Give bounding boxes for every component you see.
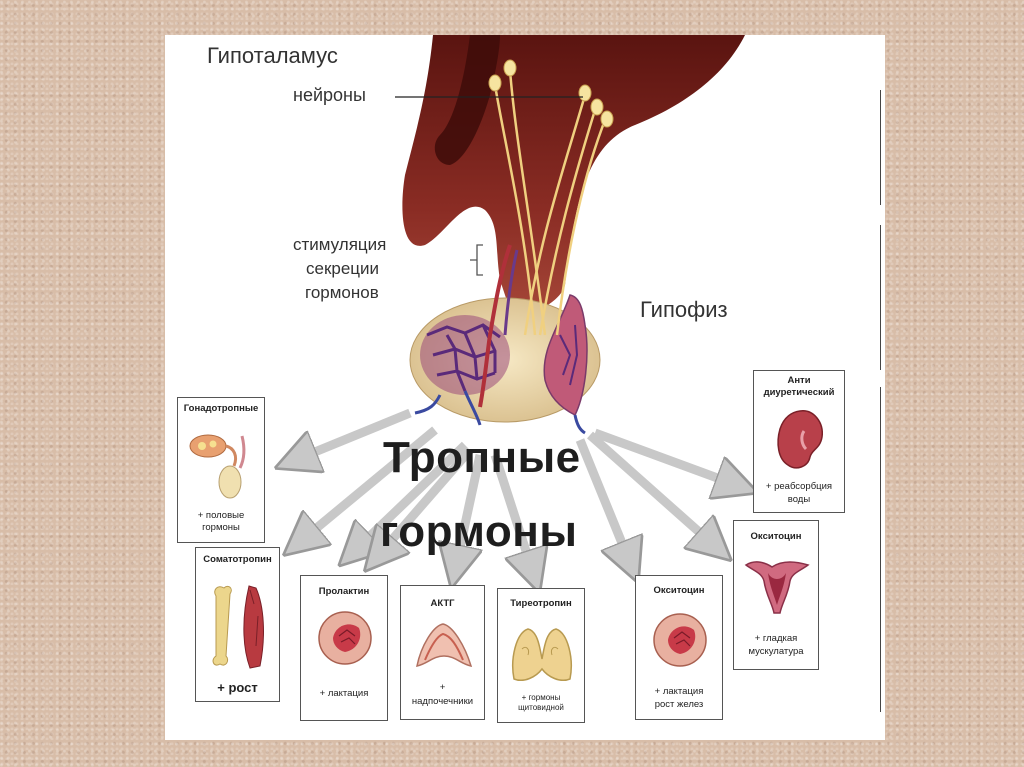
prolactin-box: Пролактин + лактация — [300, 575, 388, 721]
kidney-icon — [777, 410, 823, 469]
stimulation-label-3: гормонов — [305, 283, 379, 302]
hypothalamus-fold — [434, 35, 500, 165]
oxytocin-uterus-title: Окситоцин — [750, 531, 802, 542]
ovary-testis-icon — [189, 434, 246, 499]
antidiuretic-title-1: Анти — [787, 375, 811, 386]
oxytocin-lactation-note-1: + лактация — [654, 686, 704, 697]
edge-bracket-3 — [880, 387, 881, 712]
acth-box: АКТГ + надпочечники — [400, 585, 485, 720]
thyrotropin-title: Тиреотропин — [510, 598, 572, 609]
hypothalamus-label: Гипоталамус — [207, 43, 338, 68]
oxytocin-uterus-box: Окситоцин + гладкая мускулатура — [733, 520, 819, 670]
thyrotropin-note-1: + гормоны — [521, 693, 561, 702]
gonadotropic-note-2: гормоны — [202, 522, 240, 533]
acth-note-1: + — [439, 682, 446, 693]
prolactin-title: Пролактин — [318, 586, 370, 597]
thyroid-gland-icon — [512, 628, 572, 681]
acth-note-2: надпочечники — [411, 696, 474, 707]
gonadotropic-box: Гонадотропные + половые гормоны — [177, 397, 265, 543]
bone-muscle-icon — [212, 585, 264, 669]
oxytocin-uterus-note-2: мускулатура — [748, 646, 804, 657]
oxytocin-lactation-box: Окситоцин + лактация рост желез — [635, 575, 723, 720]
antidiuretic-box: Анти диуретический + реабсорбция воды — [753, 370, 845, 513]
antidiuretic-note-2: воды — [787, 494, 811, 505]
thyrotropin-note-2: щитовидной — [518, 703, 564, 712]
pituitary-label: Гипофиз — [640, 297, 728, 322]
posterior-lobe — [543, 294, 588, 435]
edge-bracket-2 — [880, 225, 881, 370]
stimulation-label-1: стимуляция — [293, 235, 387, 254]
prolactin-note: + лактация — [319, 688, 369, 699]
uterus-icon — [744, 561, 810, 614]
stimulation-label-2: секреции — [306, 259, 380, 278]
antidiuretic-title-2: диуретический — [763, 387, 835, 398]
tropic-hormones-title-line1: Тропные — [383, 433, 581, 482]
neurons-label: нейроны — [293, 85, 366, 105]
adrenal-gland-icon — [416, 623, 473, 667]
gonadotropic-note-1: + половые — [197, 510, 245, 521]
oxytocin-lactation-note-2: рост желез — [654, 699, 704, 710]
stimulation-bracket — [470, 244, 483, 276]
tropic-hormones-title-line2: гормоны — [380, 507, 578, 556]
somatotropin-note: + рост — [217, 680, 258, 695]
portal-vessel-network — [414, 244, 519, 426]
acth-title: АКТГ — [430, 598, 455, 609]
oxytocin-uterus-note-1: + гладкая — [754, 633, 798, 644]
hormone-arrows — [283, 408, 750, 585]
neuron-fibers — [493, 69, 607, 336]
oxytocin-lactation-title: Окситоцин — [653, 585, 705, 596]
mammary-gland-icon — [653, 613, 707, 667]
mammary-gland-icon — [318, 611, 372, 665]
gonadotropic-title: Гонадотропные — [183, 403, 259, 414]
antidiuretic-note-1: + реабсорбция — [765, 481, 833, 492]
thyrotropin-box: Тиреотропин + гормоны щитовидной — [497, 588, 585, 723]
pituitary-diagram — [165, 35, 885, 740]
somatotropin-box: Соматотропин + рост — [195, 547, 280, 702]
somatotropin-title: Соматотропин — [203, 554, 272, 565]
diagram-panel: Гипоталамус нейроны стимуляция секреции … — [165, 35, 885, 740]
edge-bracket-1 — [880, 90, 881, 205]
